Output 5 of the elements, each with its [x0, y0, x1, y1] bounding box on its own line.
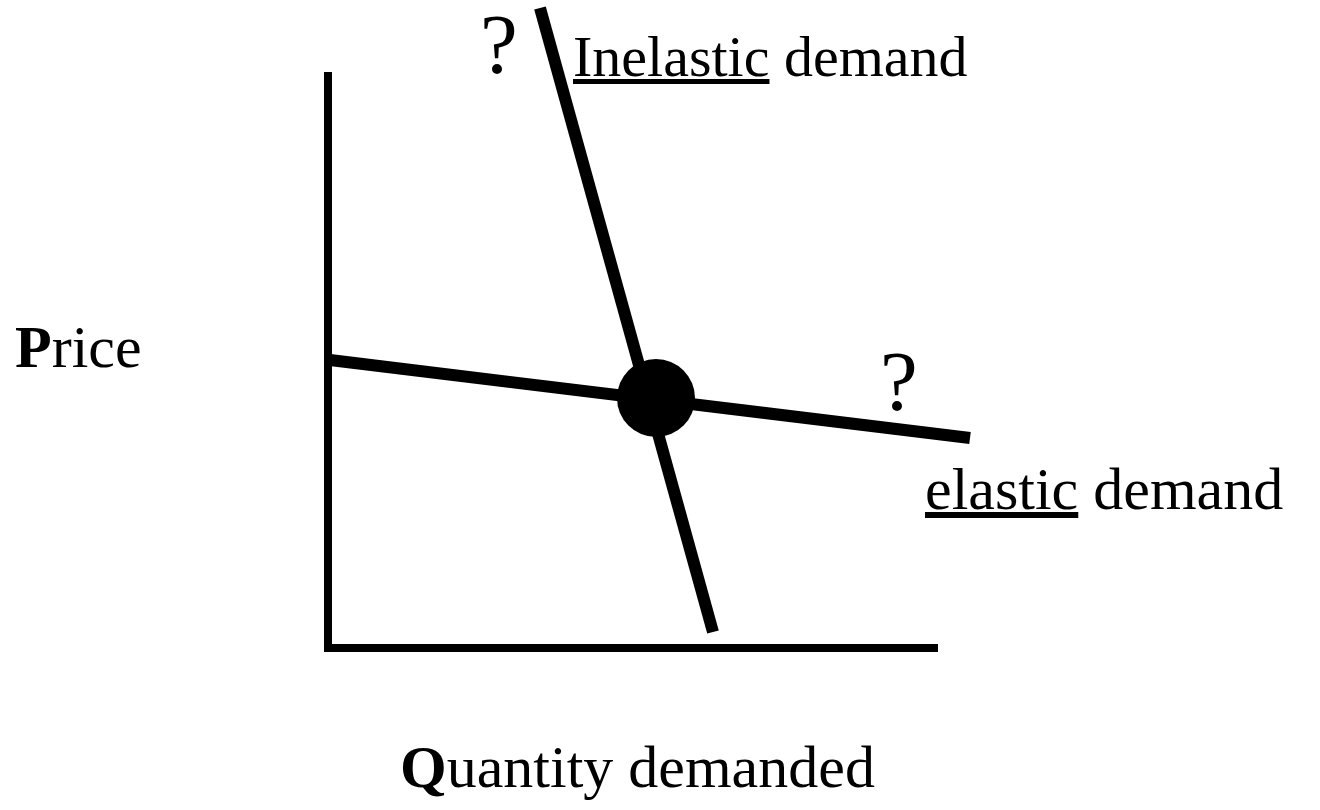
curve-label: elastic demand: [925, 459, 1284, 519]
question-mark: ?: [480, 2, 518, 87]
axis-title: Price: [15, 317, 142, 377]
question-mark: ?: [880, 339, 918, 424]
curve-label: Inelastic demand: [573, 28, 968, 86]
